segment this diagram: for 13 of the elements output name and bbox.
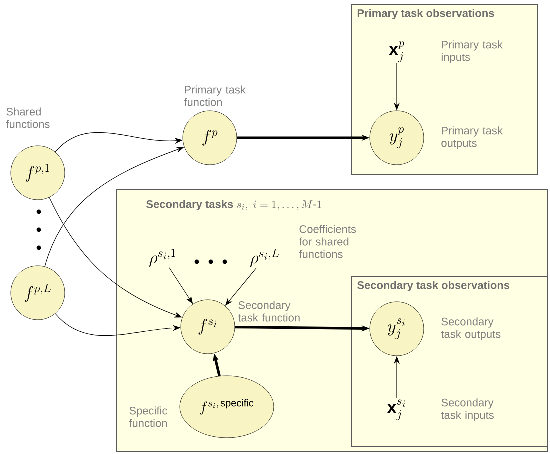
variable-symbol: $\mathbf{x}_{j}^{p}$ [389, 42, 404, 62]
node-caption: Secondary task inputs [441, 398, 494, 422]
note-text: Coefficients for shared functions [299, 225, 356, 258]
variable-symbol: $\rho^{s_{i},L}$ [250, 249, 280, 268]
node-caption: Primary task outputs [442, 126, 503, 150]
variable-symbol: $\mathbf{x}_{j}^{s_{i}}$ [387, 400, 406, 420]
node-caption: Primary task inputs [442, 40, 503, 64]
node-caption: Specific function [129, 406, 168, 428]
variable-symbol: $\rho^{s_{i},1}$ [150, 249, 176, 268]
node-caption: Secondary task function [238, 301, 300, 322]
node-caption: Primary task function [184, 86, 246, 106]
node-caption: Shared functions [6, 108, 50, 128]
node-caption: Secondary task outputs [441, 318, 501, 340]
